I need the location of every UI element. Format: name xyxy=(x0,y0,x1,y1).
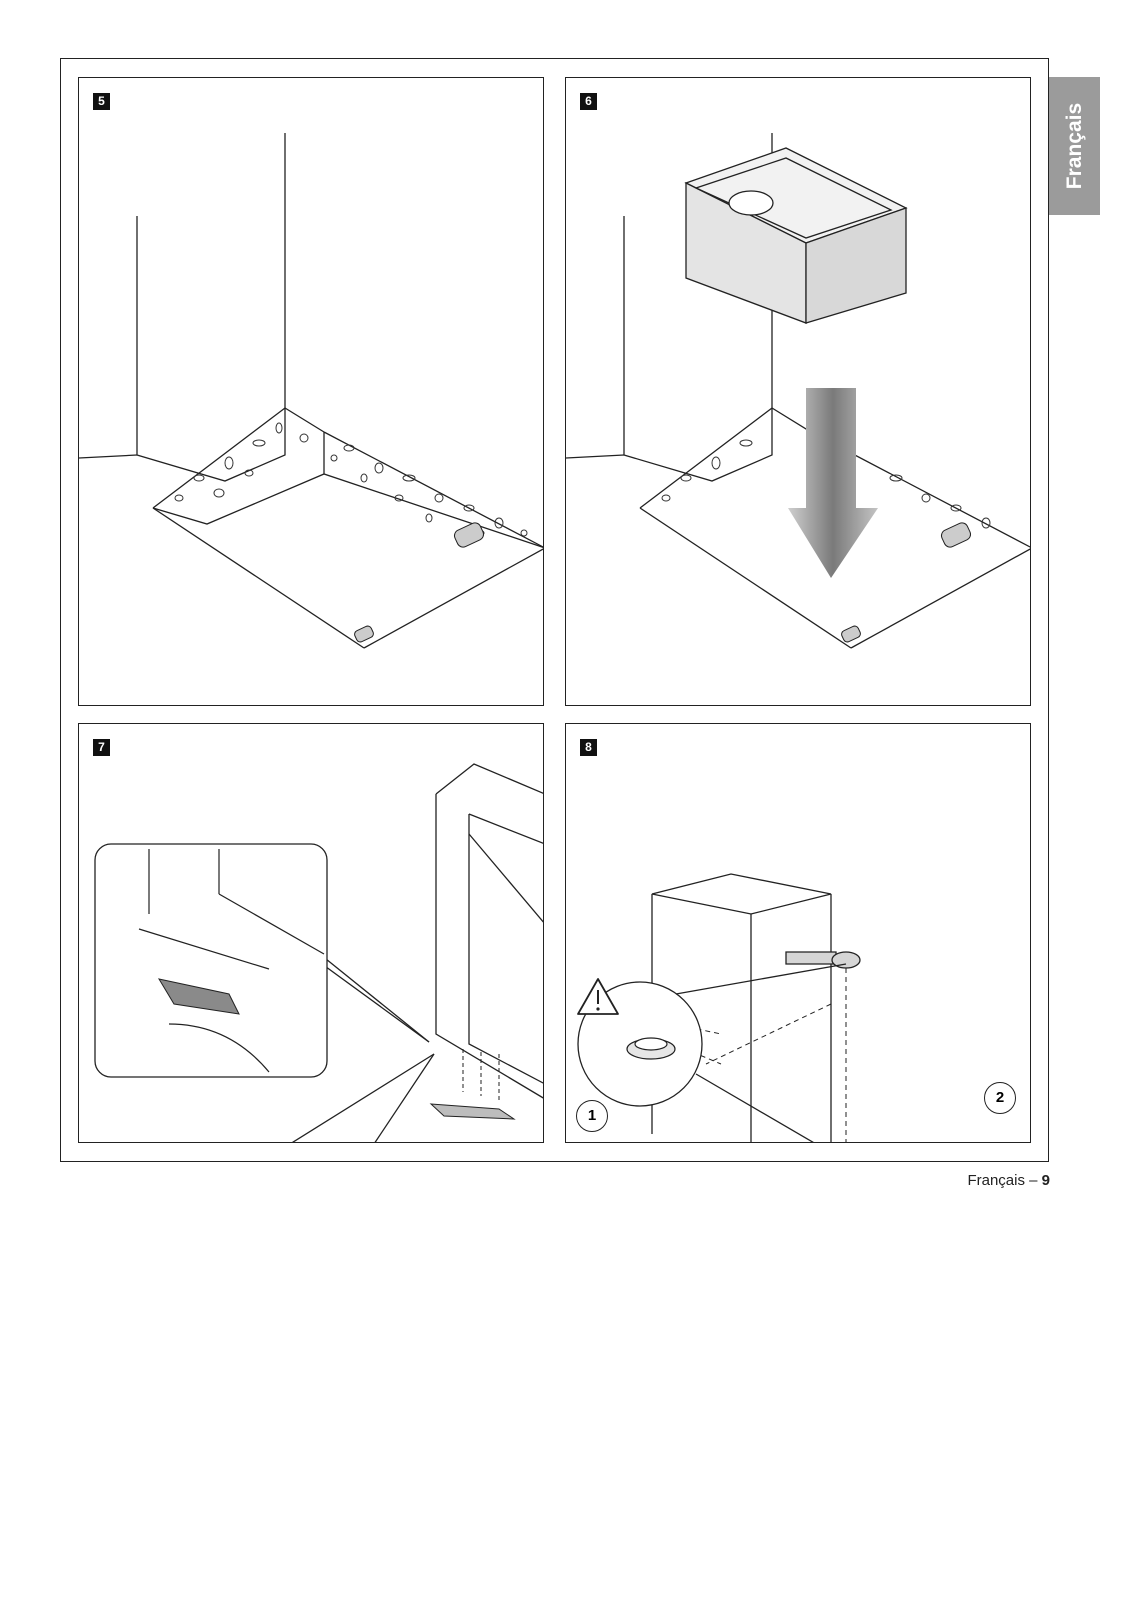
pillar-box-alignment-illustration xyxy=(566,724,1031,1143)
pit-illustration xyxy=(79,78,544,706)
figure-panel-5: 5 xyxy=(78,77,544,706)
page-footer: Français – 9 xyxy=(967,1172,1050,1189)
figure-panel-7: 7 xyxy=(78,723,544,1143)
page-number: 9 xyxy=(1042,1172,1050,1189)
callout-1: 1 xyxy=(576,1100,608,1132)
callout-2: 2 xyxy=(984,1082,1016,1114)
footer-language: Français – xyxy=(967,1172,1037,1189)
language-tab: Français xyxy=(1049,77,1100,215)
gate-bracket-illustration xyxy=(79,724,544,1143)
figure-panel-6: 6 xyxy=(565,77,1031,706)
language-tab-label: Français xyxy=(1063,103,1087,189)
figure-panel-8: 8 xyxy=(565,723,1031,1143)
box-placement-illustration xyxy=(566,78,1031,706)
